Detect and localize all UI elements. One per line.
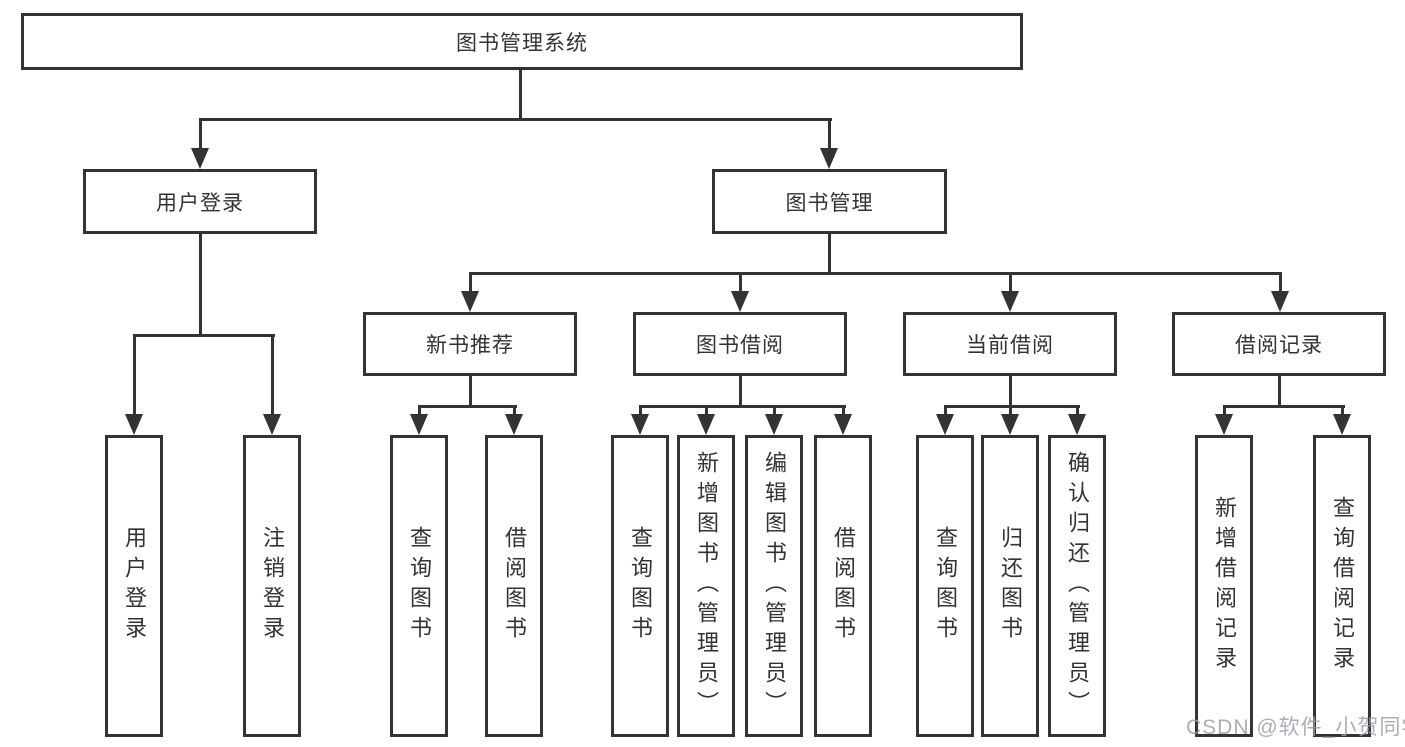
arrow-down-icon — [731, 291, 749, 312]
arrow-down-icon — [765, 414, 783, 435]
connector-line-vertical — [828, 233, 831, 275]
connector-line-vertical — [1223, 407, 1226, 417]
leaf-add-borrow-record: 新增借阅记录 — [1195, 435, 1253, 737]
arrow-down-icon — [936, 414, 954, 435]
node-user-login: 用户登录 — [83, 169, 317, 234]
connector-line-vertical — [199, 233, 202, 337]
arrow-down-icon — [1271, 291, 1289, 312]
arrow-down-icon — [1001, 291, 1019, 312]
connector-line-horizontal — [469, 272, 1282, 275]
connector-line-horizontal — [1223, 405, 1345, 408]
arrow-down-icon — [410, 414, 428, 435]
connector-line-horizontal — [639, 405, 846, 408]
arrow-down-icon — [820, 148, 838, 169]
leaf-borrow-books-borrow: 借阅图书 — [814, 435, 872, 737]
leaf-edit-book-admin: 编辑图书（管理员） — [745, 435, 803, 737]
connector-line-vertical — [828, 120, 831, 150]
connector-line-vertical — [199, 120, 202, 150]
connector-line-vertical — [469, 375, 472, 408]
connector-line-vertical — [639, 407, 642, 417]
connector-line-vertical — [1341, 407, 1344, 417]
arrow-down-icon — [125, 414, 143, 435]
connector-line-horizontal — [418, 405, 517, 408]
connector-line-vertical — [1009, 274, 1012, 293]
connector-line-vertical — [469, 274, 472, 293]
arrow-down-icon — [1215, 414, 1233, 435]
leaf-add-book-admin: 新增图书（管理员） — [677, 435, 735, 737]
node-new-books: 新书推荐 — [363, 312, 577, 376]
connector-line-vertical — [133, 337, 136, 417]
arrow-down-icon — [461, 291, 479, 312]
node-book-mgmt: 图书管理 — [712, 169, 947, 234]
connector-line-vertical — [418, 407, 421, 417]
arrow-down-icon — [505, 414, 523, 435]
connector-line-vertical — [944, 407, 947, 417]
connector-line-vertical — [519, 70, 522, 121]
leaf-logout: 注销登录 — [243, 435, 301, 737]
leaf-borrow-books-newbooks: 借阅图书 — [485, 435, 543, 737]
connector-line-vertical — [1009, 375, 1012, 408]
connector-line-horizontal — [199, 118, 832, 121]
leaf-query-books-borrow: 查询图书 — [611, 435, 669, 737]
node-current-borrow: 当前借阅 — [903, 312, 1117, 376]
arrow-down-icon — [697, 414, 715, 435]
leaf-confirm-return-admin: 确认归还（管理员） — [1048, 435, 1106, 737]
connector-line-horizontal — [133, 334, 275, 337]
connector-line-vertical — [842, 407, 845, 417]
arrow-down-icon — [263, 414, 281, 435]
connector-line-vertical — [739, 274, 742, 293]
node-borrow-records: 借阅记录 — [1172, 312, 1386, 376]
arrow-down-icon — [1333, 414, 1351, 435]
leaf-query-books-current: 查询图书 — [916, 435, 974, 737]
leaf-return-book: 归还图书 — [981, 435, 1039, 737]
arrow-down-icon — [631, 414, 649, 435]
node-root: 图书管理系统 — [21, 13, 1023, 70]
arrow-down-icon — [191, 148, 209, 169]
connector-line-vertical — [1009, 407, 1012, 417]
connector-line-horizontal — [944, 405, 1080, 408]
connector-line-vertical — [705, 407, 708, 417]
node-book-borrow: 图书借阅 — [633, 312, 847, 376]
arrow-down-icon — [1001, 414, 1019, 435]
leaf-user-login: 用户登录 — [105, 435, 163, 737]
connector-line-vertical — [1278, 375, 1281, 408]
leaf-query-borrow-record: 查询借阅记录 — [1313, 435, 1371, 737]
connector-line-vertical — [513, 407, 516, 417]
connector-line-vertical — [271, 337, 274, 417]
connector-line-vertical — [739, 375, 742, 408]
connector-line-vertical — [1279, 274, 1282, 293]
arrow-down-icon — [834, 414, 852, 435]
leaf-query-books-newbooks: 查询图书 — [390, 435, 448, 737]
connector-line-vertical — [773, 407, 776, 417]
csdn-watermark: CSDN @软件_小贺同学 — [1186, 716, 1405, 739]
connector-line-vertical — [1076, 407, 1079, 417]
arrow-down-icon — [1068, 414, 1086, 435]
